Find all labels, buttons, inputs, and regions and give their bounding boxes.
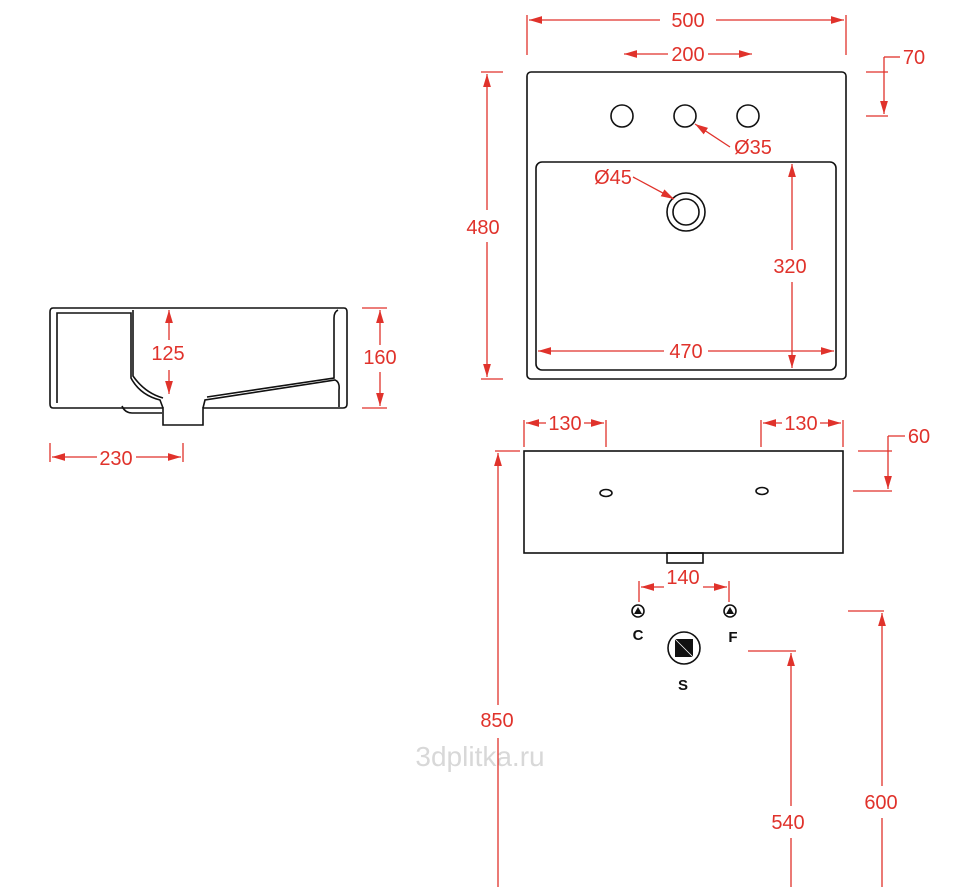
waste-label: S	[678, 677, 688, 694]
side-outline	[49, 307, 348, 426]
basin-outline	[535, 161, 837, 371]
dim-top-width: 500	[671, 10, 704, 32]
watermark: 3dplitka.ru	[415, 741, 544, 772]
waste-outlet-icon	[667, 631, 701, 665]
hot-label: F	[728, 629, 737, 646]
dim-supply-spacing: 140	[666, 567, 699, 589]
dim-side-offset: 230	[99, 448, 132, 470]
dim-front-left: 130	[548, 413, 581, 435]
front-hole-right	[755, 486, 769, 496]
cold-supply-icon	[631, 604, 645, 618]
dim-tap-spacing: 200	[671, 44, 704, 66]
dim-drain-hole: Ø45	[594, 167, 632, 189]
hot-supply-icon	[723, 604, 737, 618]
drain-outer	[666, 192, 706, 232]
top-view: 500 200 70 480 Ø35 Ø45 320 470	[466, 10, 925, 380]
dim-front-right: 130	[784, 413, 817, 435]
top-outline	[526, 71, 847, 380]
front-hole-left	[599, 488, 613, 498]
front-outline	[523, 450, 844, 554]
cold-label: C	[633, 627, 644, 644]
dim-waste-height: 540	[771, 812, 804, 834]
trap-stub	[666, 552, 704, 564]
tap-hole-left	[610, 104, 634, 128]
drain-inner	[672, 198, 700, 226]
front-view: 130 130 60 140 C F S 850 540 600	[480, 413, 930, 887]
side-view: 125 160 230	[49, 307, 397, 470]
dim-side-inner-height: 125	[151, 343, 184, 365]
dim-side-height: 160	[363, 347, 396, 369]
dim-depth: 480	[466, 217, 499, 239]
dim-rim-height: 850	[480, 710, 513, 732]
dim-tap-offset: 70	[903, 47, 925, 69]
dim-tap-hole: Ø35	[734, 137, 772, 159]
dim-supply-height: 600	[864, 792, 897, 814]
dim-front-hole-offset: 60	[908, 426, 930, 448]
dim-basin-width: 470	[669, 341, 702, 363]
dim-basin-depth: 320	[773, 256, 806, 278]
tap-hole-center	[673, 104, 697, 128]
tap-hole-right	[736, 104, 760, 128]
